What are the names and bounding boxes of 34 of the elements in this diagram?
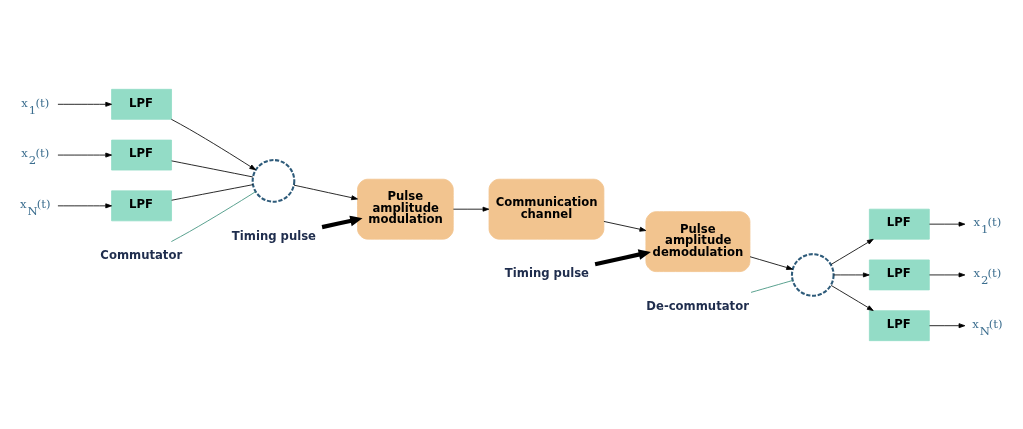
node-box: Communication channel (488, 178, 605, 240)
node-box: LPF (111, 189, 172, 221)
arrow (321, 215, 363, 229)
arrow (594, 248, 651, 266)
arrow (453, 206, 490, 212)
arrow (929, 322, 966, 328)
connector (171, 183, 254, 201)
node-text: De-commutator (646, 298, 749, 313)
node-box: LPF (868, 208, 930, 240)
arrow (293, 184, 358, 200)
arrow (929, 271, 966, 277)
arrow (57, 202, 112, 208)
arrow (833, 271, 870, 277)
connector (750, 279, 794, 293)
node-box: Pulse amplitude demodulation (645, 210, 751, 272)
node-text: Commutator (100, 247, 183, 262)
node-text: Timing pulse (504, 265, 589, 280)
arrow (749, 255, 793, 270)
node-box: LPF (111, 139, 172, 170)
node-circle (790, 252, 835, 297)
node-box: LPF (111, 88, 172, 120)
arrow (830, 284, 874, 311)
arrow (929, 221, 966, 227)
node-box: LPF (868, 259, 930, 290)
arrow (171, 118, 257, 170)
arrow (830, 238, 874, 265)
connector (170, 190, 257, 242)
node-text: Timing pulse (231, 228, 317, 243)
node-box: LPF (868, 309, 930, 341)
arrow (57, 101, 112, 107)
node-box: Pulse amplitude modulation (357, 178, 454, 240)
arrow (603, 220, 647, 232)
arrow (57, 152, 112, 158)
connector (171, 159, 254, 177)
